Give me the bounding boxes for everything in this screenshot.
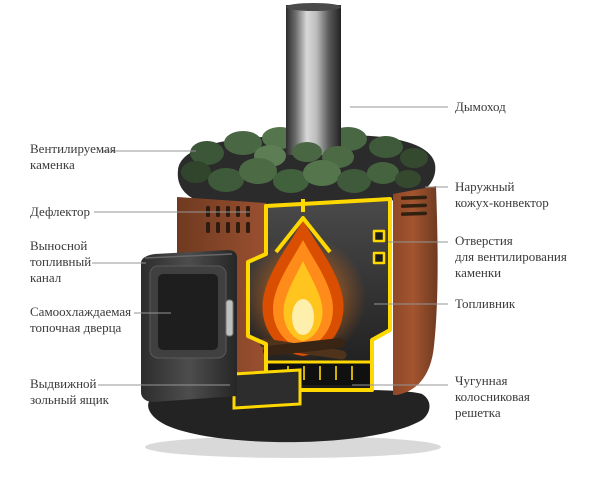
label-fuel-channel: Выносной топливный канал xyxy=(30,238,92,285)
label-firebox: Топливник xyxy=(455,296,516,311)
convector-slots-icon xyxy=(400,195,427,216)
vent-hole-icon xyxy=(372,229,386,243)
label-stove-door: Самоохлаждаемая топочная дверца xyxy=(30,304,132,335)
floor-shadow xyxy=(145,436,441,458)
label-grate: Чугунная колосниковая решетка xyxy=(455,373,530,420)
stove-door-panel xyxy=(158,274,218,350)
logs xyxy=(259,338,347,360)
chimney-pipe xyxy=(286,3,341,155)
label-vent-holes: Отверстия для вентилирования каменки xyxy=(455,233,567,280)
label-outer-casing: Наружный кожух-конвектор xyxy=(455,179,549,210)
label-stone-compartment: Вентилируемая каменка xyxy=(30,141,116,172)
stove-body-right xyxy=(393,186,438,395)
cutaway-firebox xyxy=(242,199,390,390)
door-handle-icon xyxy=(225,299,234,337)
flame xyxy=(262,220,344,356)
label-ash-box: Выдвижной зольный ящик xyxy=(30,376,109,407)
fuel-channel xyxy=(141,250,237,402)
deflector-vents xyxy=(206,206,250,233)
label-deflector: Дефлектор xyxy=(30,204,90,219)
ash-drawer xyxy=(232,368,302,410)
leader-lines xyxy=(92,106,448,386)
stones-front xyxy=(181,142,421,193)
label-chimney: Дымоход xyxy=(455,99,506,114)
base xyxy=(148,389,430,443)
vent-hole-icon xyxy=(372,251,386,265)
